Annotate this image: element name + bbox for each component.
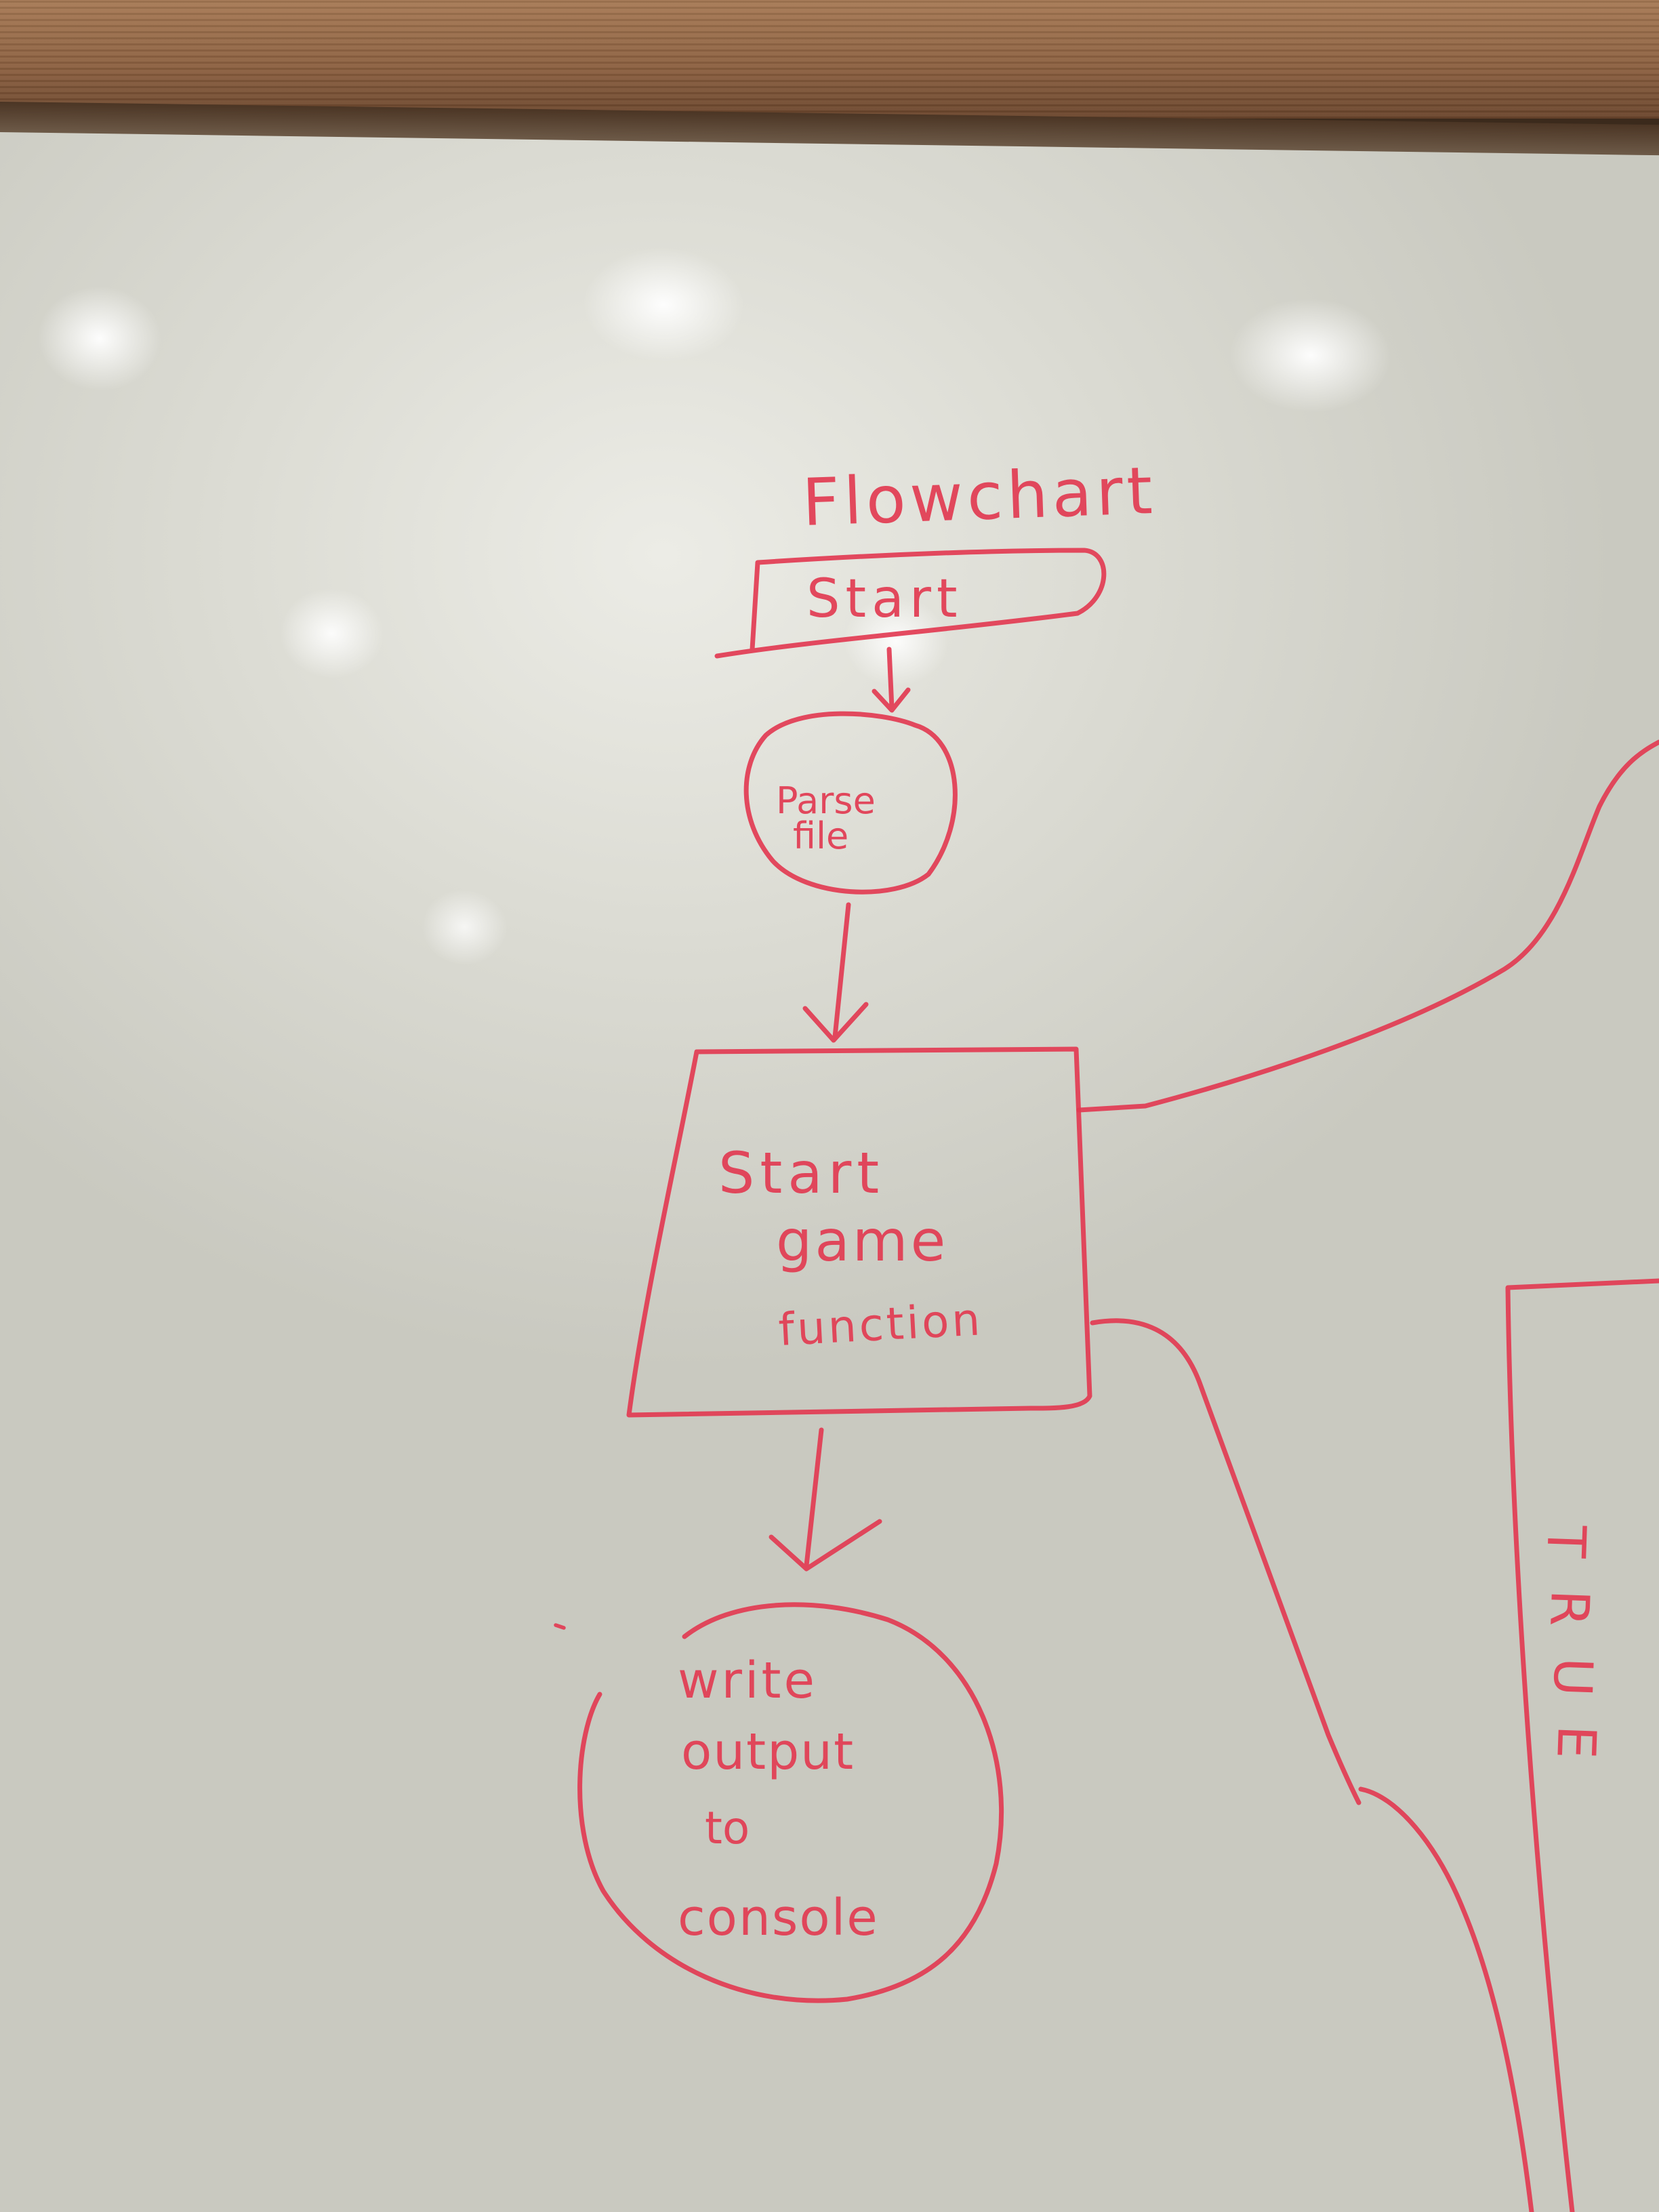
output-label-line3: to	[705, 1802, 750, 1854]
start-box	[714, 548, 1107, 659]
wood-ledge	[0, 0, 1659, 119]
true-letter-r: R	[1538, 1589, 1600, 1627]
branch-line-lower	[1090, 1318, 1361, 1805]
parse-file-node	[743, 711, 958, 895]
output-label-line4: console	[678, 1889, 879, 1947]
true-letter-t: T	[1534, 1523, 1597, 1559]
arrow-start-to-parse	[872, 647, 911, 713]
stray-mark	[554, 1623, 566, 1630]
arrow-parse-to-game	[802, 902, 869, 1043]
start-game-function-box	[626, 1046, 1092, 1418]
flowchart-title: Flowchart	[801, 453, 1158, 541]
start-label: Start	[806, 569, 963, 630]
write-output-node	[577, 1602, 1004, 2003]
parse-label-line2: file	[793, 815, 848, 857]
true-box	[1505, 1278, 1659, 2212]
output-label-line1: write	[678, 1652, 817, 1710]
game-label-line2: game	[776, 1208, 948, 1274]
true-letter-e: E	[1544, 1724, 1607, 1759]
true-letter-u: U	[1541, 1656, 1603, 1697]
output-label-line2: output	[681, 1723, 855, 1781]
game-label-line3: function	[777, 1293, 984, 1356]
game-label-line1: Start	[718, 1140, 884, 1206]
arrow-game-to-output	[769, 1427, 882, 1572]
branch-line-upper	[1076, 739, 1659, 1113]
branch-line-bottom	[1358, 1786, 1534, 2212]
parse-label-line1: Parse	[776, 779, 876, 822]
